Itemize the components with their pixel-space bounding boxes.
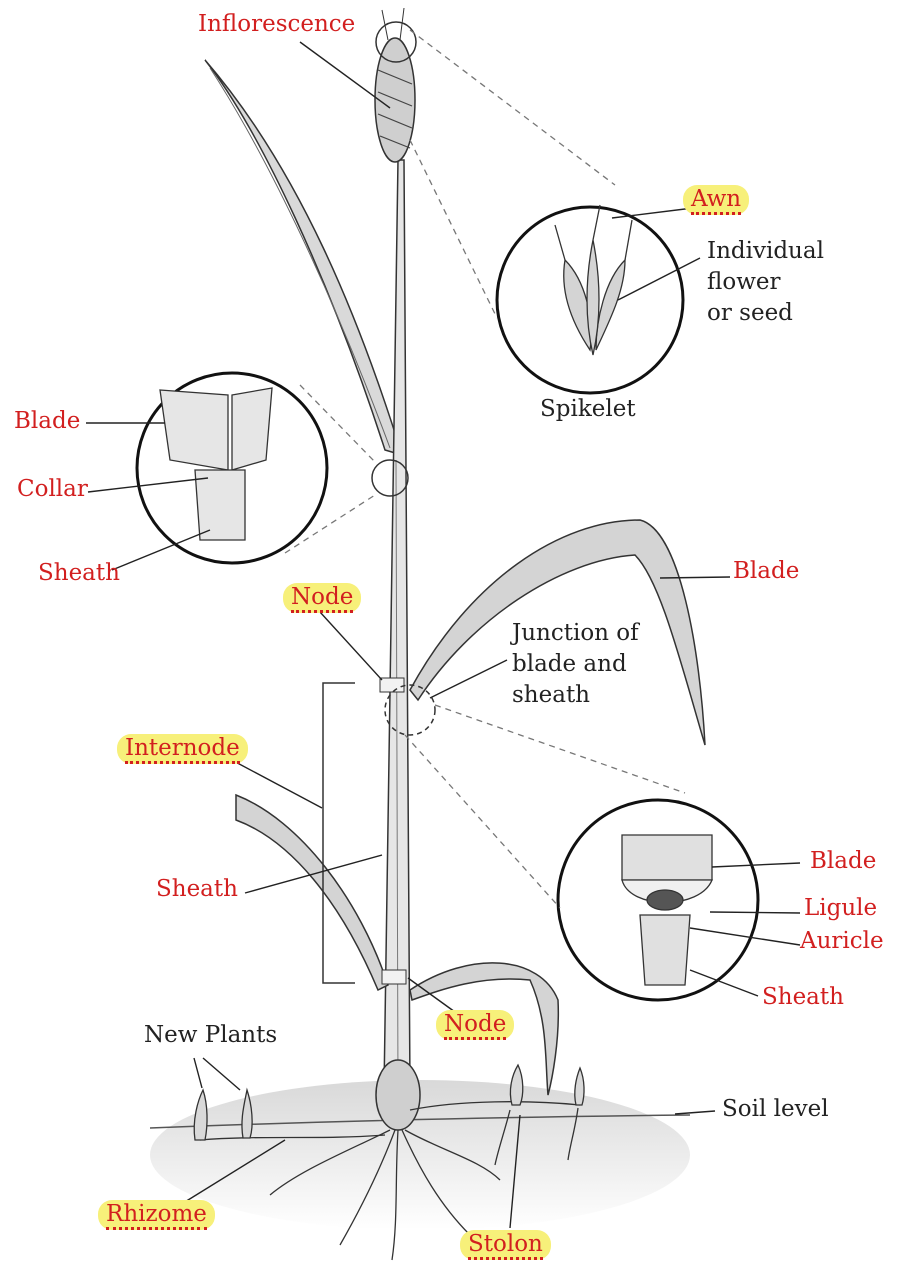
spikelet-label: Spikelet (540, 398, 636, 421)
internode-bracket (323, 683, 355, 983)
rhizome-label-text: Rhizome (106, 1201, 207, 1230)
individual-flower-line1: Individual flower (707, 238, 824, 295)
new-plants-label: New Plants (144, 1024, 277, 1047)
sheath-inset-label: Sheath (762, 986, 844, 1009)
individual-flower-line2: or seed (707, 300, 793, 326)
internode-label: Internode (117, 734, 248, 764)
individual-flower-label: Individual flower or seed (707, 236, 897, 329)
blade-label-top-left: Blade (14, 410, 80, 433)
junction-line1: Junction of (512, 620, 639, 646)
node-upper-label: Node (283, 583, 361, 613)
awn-label: Awn (683, 185, 749, 215)
rhizome-label: Rhizome (98, 1200, 215, 1230)
sheath-label-top-left: Sheath (38, 562, 120, 585)
upper-node (380, 678, 404, 692)
node-lower-label-text: Node (444, 1011, 506, 1040)
projection-lines (285, 30, 685, 908)
plant-base (376, 1060, 420, 1130)
blade-label-right: Blade (733, 560, 799, 583)
ligule-label: Ligule (804, 897, 877, 920)
internode-label-text: Internode (125, 735, 240, 764)
inflorescence-label: Inflorescence (198, 13, 355, 36)
awn-label-text: Awn (691, 186, 741, 215)
lower-left-leaf-blade (236, 795, 388, 990)
junction-line3: sheath (512, 682, 590, 708)
stolon-label-text: Stolon (468, 1231, 543, 1260)
lower-node (382, 970, 406, 984)
blade-inset-label: Blade (810, 850, 876, 873)
sheath-label-mid: Sheath (156, 878, 238, 901)
collar-label: Collar (17, 478, 88, 501)
stolon-label: Stolon (460, 1230, 551, 1260)
junction-line2: blade and (512, 651, 627, 677)
auricle-label: Auricle (800, 930, 884, 953)
junction-label: Junction of blade and sheath (512, 618, 672, 711)
inflorescence-spike (375, 8, 415, 162)
soil-level-label: Soil level (722, 1098, 829, 1121)
node-lower-label: Node (436, 1010, 514, 1040)
node-upper-label-text: Node (291, 584, 353, 613)
